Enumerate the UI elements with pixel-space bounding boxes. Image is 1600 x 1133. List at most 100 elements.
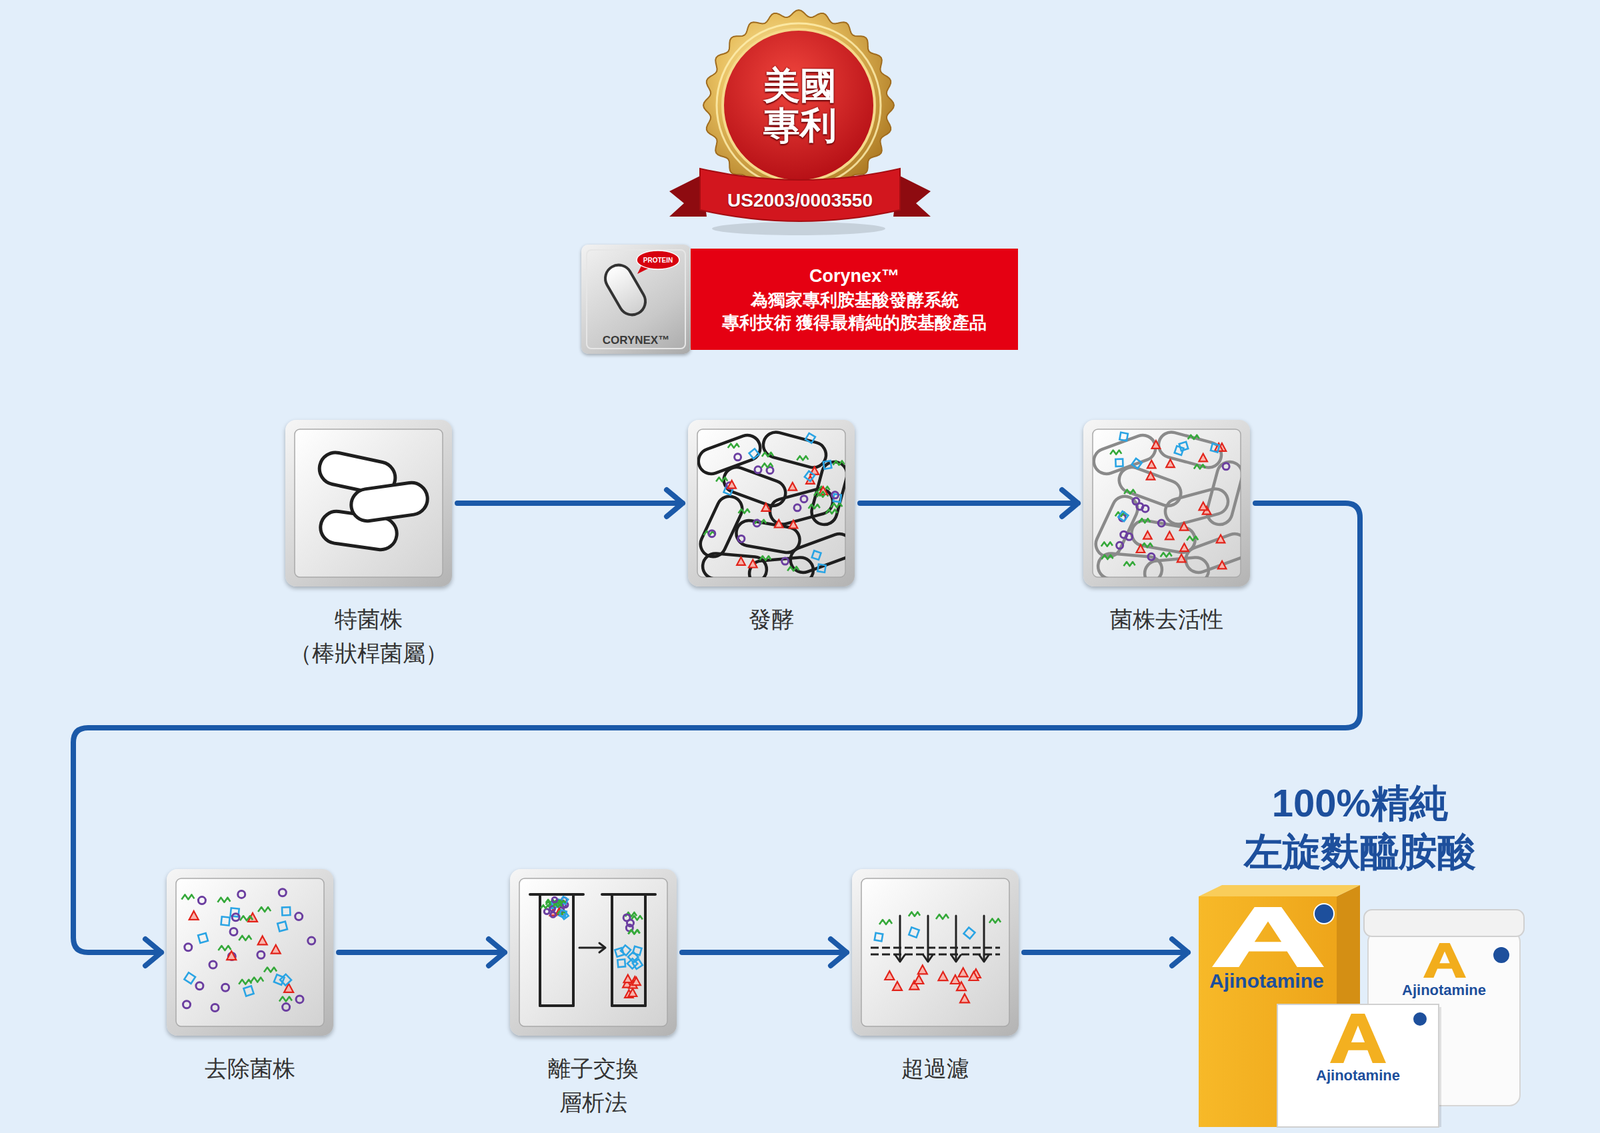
tile-face (519, 878, 668, 1027)
molecule-circle (544, 909, 550, 915)
molecule-square (908, 927, 919, 938)
molecule-square (277, 922, 288, 932)
step-label: 離子交換 層析法 (541, 1052, 646, 1120)
bacterium (720, 464, 789, 510)
molecule-square (1118, 511, 1128, 522)
flow-down-arrow (955, 916, 958, 962)
product-brand: Ajinotamine (1316, 1067, 1400, 1085)
molecule-chain (1160, 552, 1172, 557)
molecule-square (627, 958, 638, 969)
molecule-square (1119, 432, 1128, 442)
icon-caption-holder: CORYNEX™ (581, 332, 691, 349)
molecule-chain (1141, 543, 1153, 548)
molecule-chain (279, 997, 292, 1002)
bacterium (1156, 429, 1225, 471)
molecule-circle (552, 897, 558, 903)
molecule-chain (1188, 435, 1200, 440)
molecule-triangle (1177, 554, 1186, 563)
bacterium (702, 552, 768, 578)
medal-edge (703, 10, 894, 201)
membrane (870, 954, 1000, 956)
tile-face (294, 429, 443, 578)
molecule-triangle (938, 972, 948, 981)
molecule-circle (1136, 503, 1144, 510)
jar-lid (1364, 910, 1524, 937)
molecule-circle (278, 889, 286, 897)
brand-letter (1212, 907, 1324, 968)
column-wall (612, 1004, 646, 1008)
tile-face (176, 878, 324, 1027)
molecule-triangle (1146, 472, 1156, 480)
molecule-square (617, 959, 626, 968)
molecule-chain (796, 456, 808, 460)
molecule-square (874, 933, 884, 942)
molecule-triangle (624, 975, 633, 984)
molecule-square (964, 928, 976, 940)
corynex-icon: CORYNEX™PROTEIN (581, 244, 691, 354)
step-illustration (510, 869, 677, 1036)
molecule-triangle (189, 911, 199, 920)
step-label-holder: 超過濾 (901, 1052, 970, 1086)
step-label-holder: 離子交換 層析法 (541, 1052, 646, 1120)
molecule-circle (800, 496, 808, 503)
molecule-triangle (960, 994, 970, 1003)
product-heading-holder: 100%精純 左旋麩醯胺酸 (1193, 779, 1527, 876)
membrane (870, 947, 1000, 950)
box-top (1198, 885, 1360, 897)
molecule-square (243, 986, 254, 996)
molecule-chain (879, 920, 892, 925)
molecule-circle (230, 928, 238, 936)
molecule-triangle (271, 945, 281, 954)
label-holder: Ajinotamine (1402, 982, 1486, 1000)
molecule-square (184, 972, 196, 984)
column-wall (572, 894, 575, 1006)
molecule-triangle (1166, 459, 1175, 468)
molecule-circle (1222, 463, 1230, 470)
bacterium (1092, 432, 1160, 478)
flow-down-arrow (979, 955, 989, 962)
flow-down-arrow (983, 916, 986, 962)
molecule-circle (282, 1004, 290, 1012)
step-label-holder: 特菌株 （棒狀桿菌屬） (284, 602, 453, 671)
molecule-square (620, 945, 631, 956)
flow-arrow (338, 939, 505, 966)
molecule-circle (782, 558, 789, 565)
molecule-circle (209, 961, 217, 969)
molecule-chain (989, 918, 1001, 923)
molecule-chain (808, 504, 820, 509)
bacterium (1182, 530, 1241, 577)
molecule-triangle (762, 503, 771, 512)
molecule-square (804, 471, 815, 482)
process-step: 發酵 (688, 420, 855, 587)
molecule-triangle (1199, 502, 1208, 511)
molecule-chain (218, 946, 231, 951)
medal-ring (716, 23, 881, 188)
blue-sticker (1314, 904, 1334, 924)
transfer-arrow (599, 943, 606, 953)
panel-text: 專利技術 獲得最精純的胺基酸產品 (722, 311, 987, 334)
molecule-chain (833, 460, 845, 465)
molecule-square (1210, 443, 1220, 452)
molecule-circle (550, 912, 556, 918)
molecule-triangle (918, 965, 928, 974)
product-brand: Ajinotamine (1402, 982, 1486, 1000)
molecule-square (1132, 458, 1142, 469)
molecule-triangle (914, 975, 924, 984)
molecule-chain (1194, 464, 1206, 469)
molecule-chain (1124, 490, 1136, 494)
molecule-circle (794, 504, 801, 512)
molecule-triangle (1143, 531, 1152, 540)
process-step: 特菌株 （棒狀桿菌屬） (285, 420, 452, 587)
molecule-circle (198, 897, 206, 905)
bacterium (734, 518, 802, 555)
molecule-triangle (1216, 535, 1226, 544)
molecule-triangle (774, 520, 784, 528)
flow-arrow (682, 939, 847, 966)
molecule-chain (258, 907, 271, 912)
molecule-chain (250, 978, 264, 983)
molecule-chain (628, 930, 640, 934)
molecule-chain (264, 968, 277, 973)
molecule-triangle (818, 486, 828, 495)
molecule-square (817, 564, 826, 573)
molecule-square (274, 974, 285, 986)
